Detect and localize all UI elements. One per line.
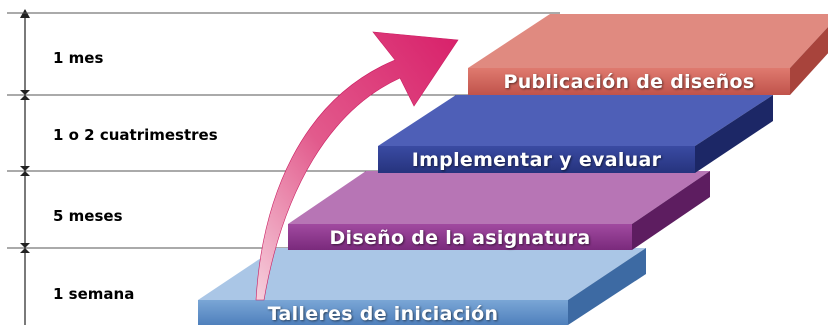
step-label-publicacion: Publicación de diseños [503,71,755,93]
step-diseno [288,171,710,250]
period-label-3: 5 meses [53,207,123,225]
period-label-4: 1 semana [53,285,135,303]
step-label-talleres: Talleres de iniciación [267,303,499,325]
period-label-2: 1 o 2 cuatrimestres [53,126,218,144]
step-label-implementar: Implementar y evaluar [411,149,662,171]
timeline-axis [7,9,560,325]
axis-divider-lines [7,12,560,249]
step-label-diseno: Diseño de la asignatura [329,227,591,249]
step-publicacion [468,14,828,95]
axis-markers [20,90,30,253]
progress-arrow-icon [255,31,459,301]
period-label-1: 1 mes [53,49,104,67]
step-implementar [378,95,773,173]
step-talleres [198,248,646,325]
